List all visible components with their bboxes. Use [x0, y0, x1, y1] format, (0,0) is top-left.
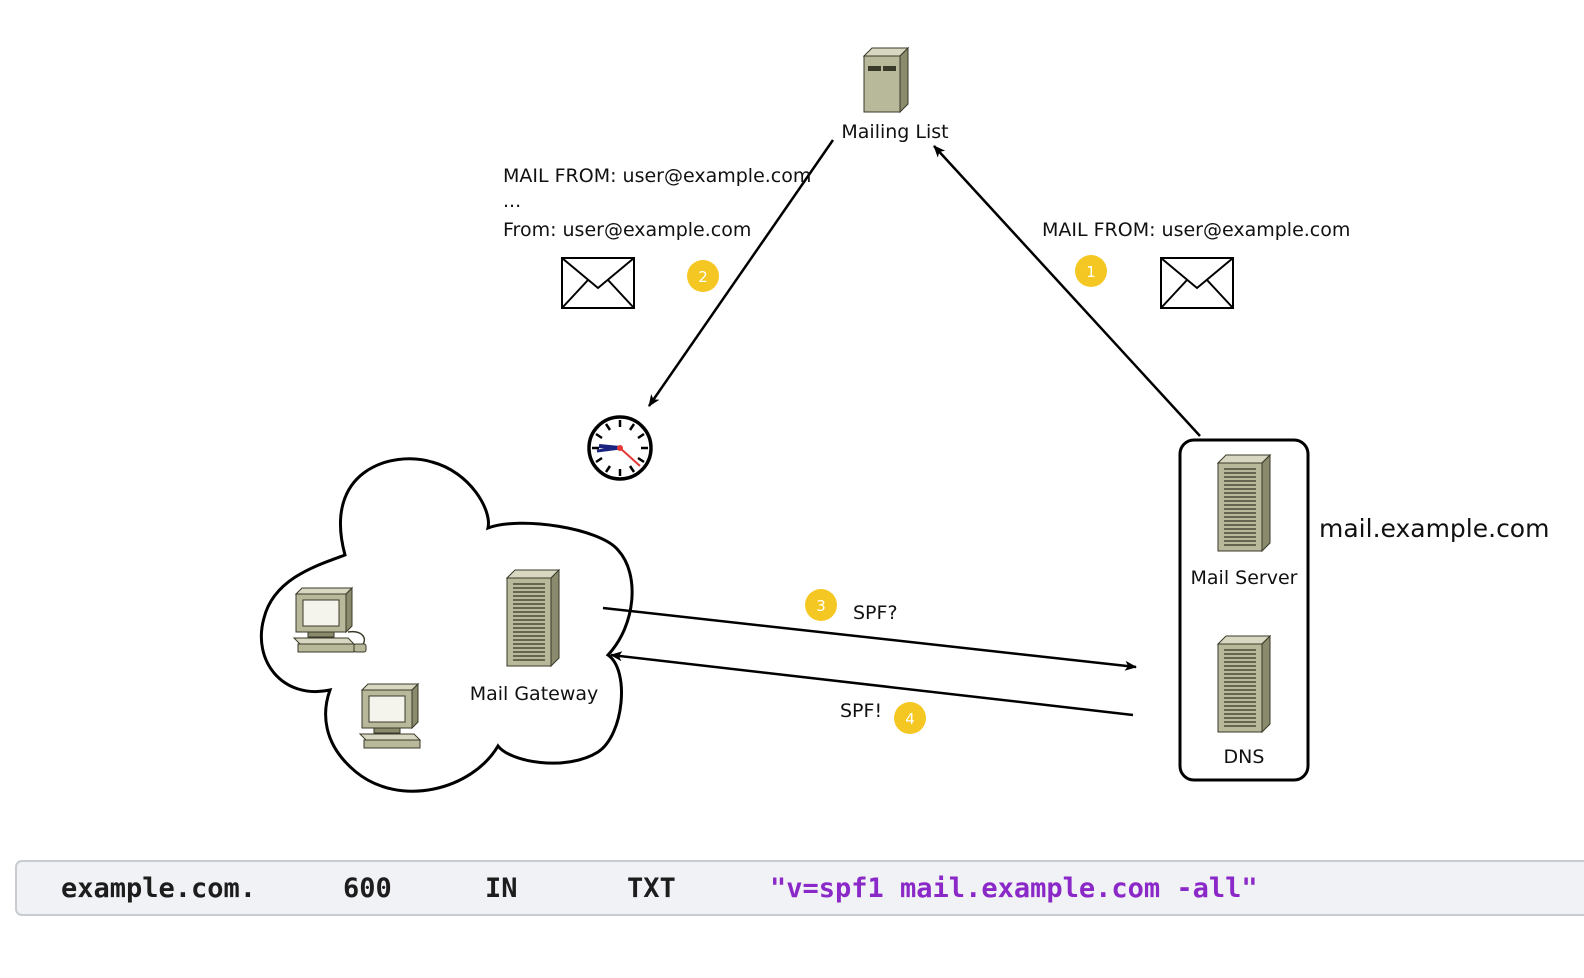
- mail-gateway-server-icon: [506, 569, 560, 667]
- step1-envelope-icon: [1160, 257, 1234, 309]
- dns-server-icon: [1217, 635, 1271, 733]
- step4-label: SPF!: [840, 700, 882, 722]
- step3-label: SPF?: [853, 602, 898, 624]
- domain-label: mail.example.com: [1319, 514, 1549, 543]
- record-class: IN: [485, 873, 518, 904]
- mailing-list-label: Mailing List: [841, 121, 948, 143]
- step4-badge: 4: [894, 702, 926, 734]
- step2-ellipsis: ...: [503, 190, 521, 212]
- step2-badge: 2: [687, 260, 719, 292]
- svg-text:1: 1: [1086, 263, 1096, 281]
- step2-envelope-from: MAIL FROM: user@example.com: [503, 165, 811, 187]
- mouse-icon: [353, 643, 367, 653]
- arrow-step1: [933, 145, 1201, 437]
- clock-icon: [587, 415, 653, 481]
- mailing-list-server-icon: [863, 47, 909, 113]
- arrow-step2: [647, 139, 835, 407]
- step1-badge: 1: [1075, 255, 1107, 287]
- mail-gateway-label: Mail Gateway: [470, 683, 599, 705]
- record-value: "v=spf1 mail.example.com -all": [770, 873, 1258, 904]
- arrow-step3: [602, 606, 1137, 671]
- step1-envelope-from: MAIL FROM: user@example.com: [1042, 219, 1350, 241]
- mail-example-com-box: [1178, 438, 1310, 782]
- dns-label: DNS: [1224, 746, 1265, 768]
- svg-text:4: 4: [905, 710, 915, 728]
- svg-text:3: 3: [816, 597, 826, 615]
- spf-diagram: Mailing List MAIL FROM: user@example.com…: [259, 47, 1549, 793]
- mail-server-label: Mail Server: [1191, 567, 1298, 589]
- step2-header-from: From: user@example.com: [503, 219, 751, 241]
- record-name: example.com.: [61, 873, 257, 904]
- dns-txt-record: example.com. 600 IN TXT "v=spf1 mail.exa…: [15, 860, 1584, 916]
- mail-server-icon: [1217, 454, 1271, 552]
- arrow-step4: [610, 651, 1134, 717]
- local-network-cloud: [259, 457, 634, 793]
- step3-badge: 3: [805, 589, 837, 621]
- record-ttl: 600: [343, 873, 392, 904]
- computer-icon: [293, 587, 355, 653]
- step2-envelope-icon: [561, 257, 635, 309]
- record-type: TXT: [627, 873, 676, 904]
- svg-text:2: 2: [698, 268, 708, 286]
- computer-icon: [359, 683, 421, 749]
